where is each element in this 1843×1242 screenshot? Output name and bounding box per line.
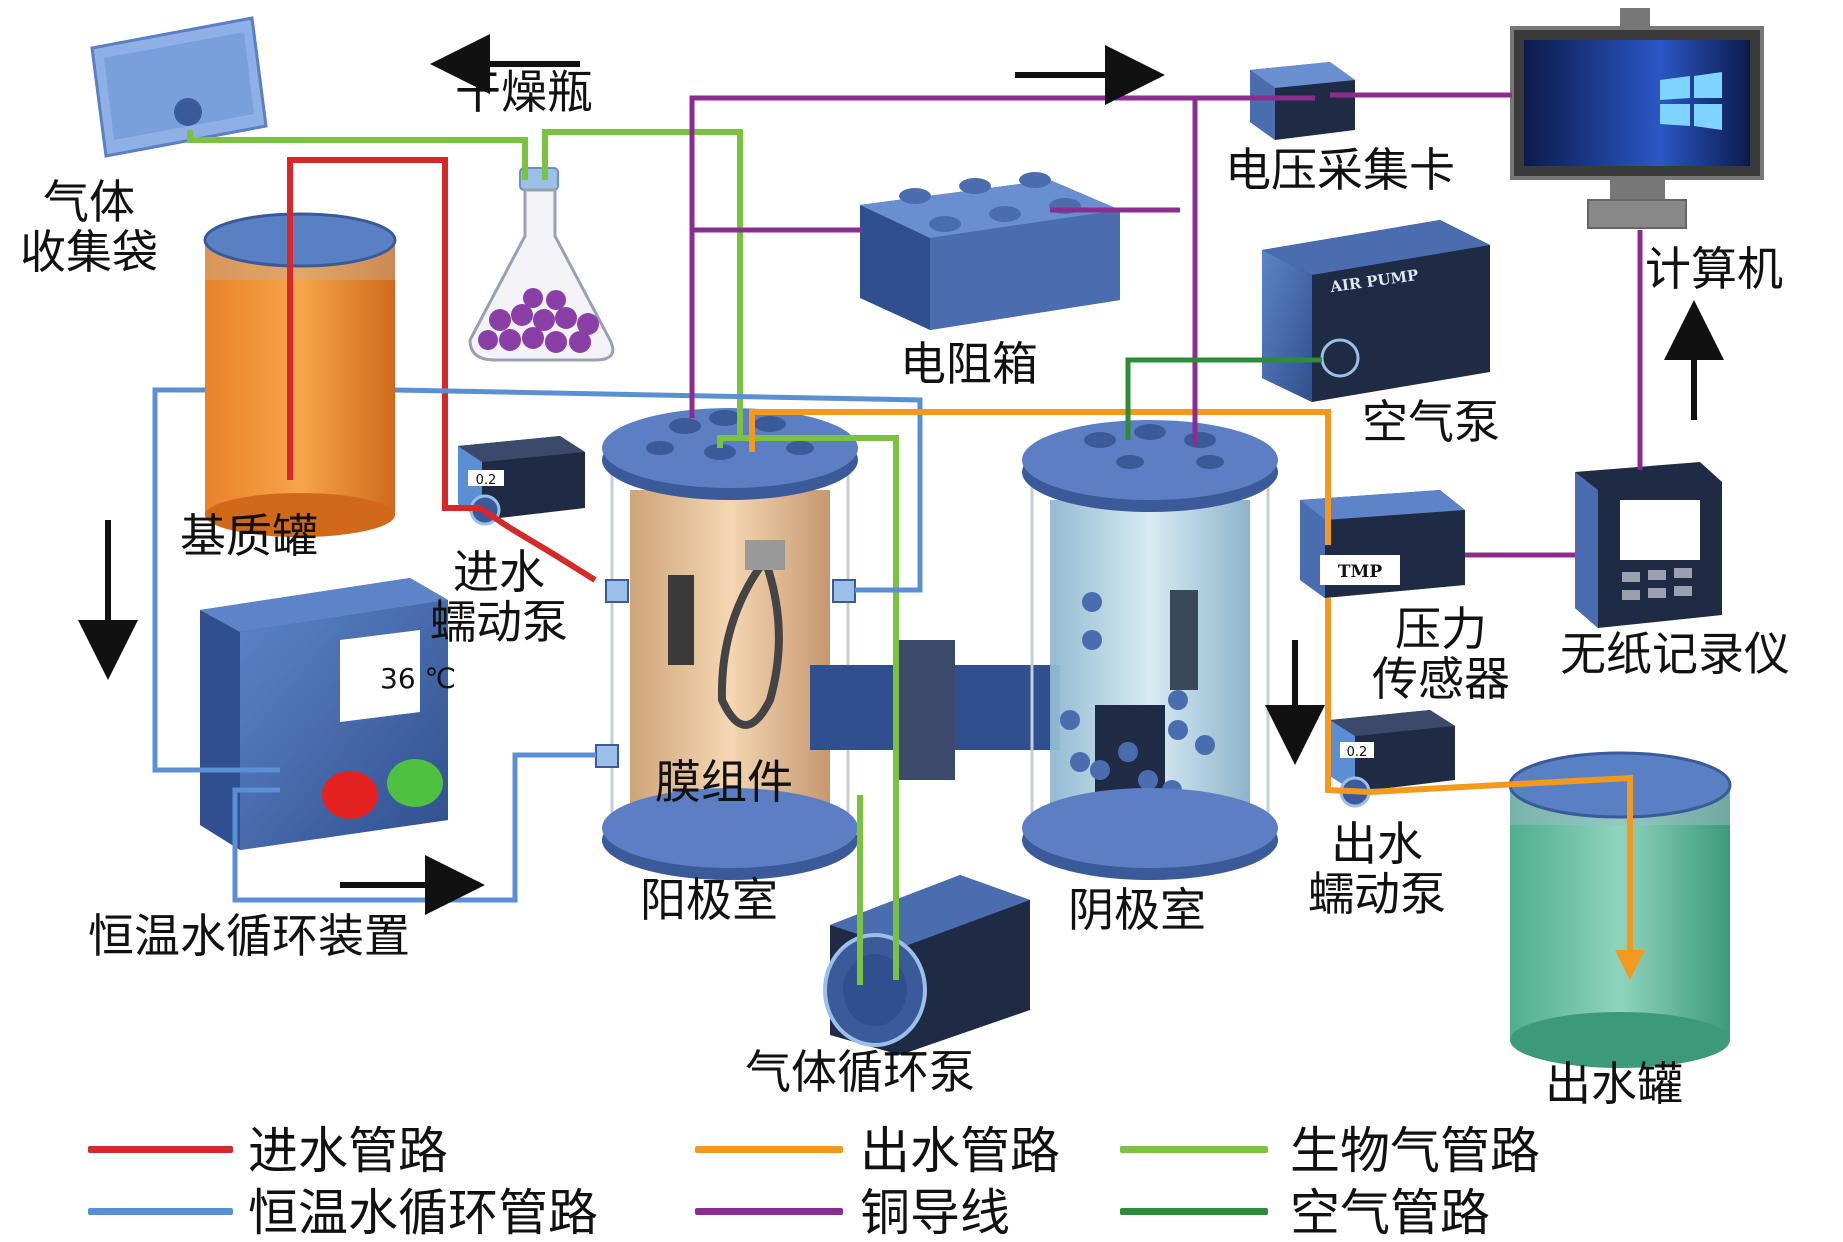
inlet-pump-display: 0.2 xyxy=(476,473,497,488)
thermostat-unit xyxy=(200,578,448,850)
inlet-pump xyxy=(458,436,585,526)
legend-line-water-loop xyxy=(88,1208,233,1215)
legend-line-outlet xyxy=(695,1146,843,1153)
membrane-connector xyxy=(810,640,1060,780)
temp-display: 36 ℃ xyxy=(380,662,456,695)
legend-label-copper: 铜导线 xyxy=(860,1184,1010,1242)
dryer-desiccant xyxy=(478,288,599,353)
legend-label-air: 空气管路 xyxy=(1290,1184,1490,1242)
label-membrane: 膜组件 xyxy=(655,755,793,809)
flow-arrows xyxy=(78,34,1724,915)
gas-collection-bag xyxy=(90,16,268,158)
label-pressure-sensor: 压力 传感器 xyxy=(1372,602,1510,706)
legend-label-water-loop: 恒温水循环管路 xyxy=(248,1184,598,1242)
outlet-pump-display: 0.2 xyxy=(1347,745,1368,760)
label-gas-collection-bag: 气体 收集袋 xyxy=(20,175,158,279)
voltage-card xyxy=(1250,62,1355,140)
legend-line-copper xyxy=(695,1208,843,1215)
label-outlet-pump: 出水 蠕动泵 xyxy=(1308,817,1446,921)
label-computer: 计算机 xyxy=(1645,242,1783,296)
label-cathode: 阴极室 xyxy=(1068,883,1206,937)
gas-circulation-pump xyxy=(823,875,1030,1055)
dryer-flask xyxy=(468,167,615,362)
water-loop-pipes xyxy=(152,387,923,903)
label-anode: 阳极室 xyxy=(640,873,778,927)
label-inlet-pump: 进水 蠕动泵 xyxy=(430,545,568,649)
label-voltage-card: 电压采集卡 xyxy=(1225,143,1455,197)
label-air-pump: 空气泵 xyxy=(1362,395,1500,449)
label-gas-pump: 气体循环泵 xyxy=(745,1045,975,1099)
label-recorder: 无纸记录仪 xyxy=(1560,627,1790,681)
resistor-box xyxy=(860,172,1120,330)
paperless-recorder xyxy=(1575,462,1722,628)
outlet-pump xyxy=(1330,710,1455,808)
pressure-sensor xyxy=(1300,490,1465,598)
air-pipes xyxy=(1125,357,1322,440)
biogas-pipes xyxy=(187,129,899,985)
outlet-tank xyxy=(1508,751,1732,1068)
legend-label-outlet: 出水管路 xyxy=(860,1122,1060,1180)
outlet-pipes xyxy=(749,409,1645,980)
substrate-tank xyxy=(203,212,397,537)
legend-line-air xyxy=(1120,1208,1268,1215)
anode-chamber xyxy=(595,408,858,880)
tmp-text: TMP xyxy=(1338,562,1382,582)
label-dryer: 干燥瓶 xyxy=(455,65,593,119)
air-pump xyxy=(1262,220,1490,402)
legend-label-inlet: 进水管路 xyxy=(248,1122,448,1180)
copper-wires xyxy=(689,92,1643,558)
computer xyxy=(1510,8,1764,229)
legend-line-biogas xyxy=(1120,1146,1268,1153)
cathode-chamber xyxy=(1022,420,1278,880)
legend-line-inlet xyxy=(88,1146,233,1153)
inlet-pipes xyxy=(287,157,597,583)
label-resistor-box: 电阻箱 xyxy=(900,337,1038,391)
legend-label-biogas: 生物气管路 xyxy=(1290,1122,1540,1180)
label-substrate-tank: 基质罐 xyxy=(180,509,318,563)
label-thermostat: 恒温水循环装置 xyxy=(88,909,410,963)
label-outlet-tank: 出水罐 xyxy=(1545,1057,1683,1111)
